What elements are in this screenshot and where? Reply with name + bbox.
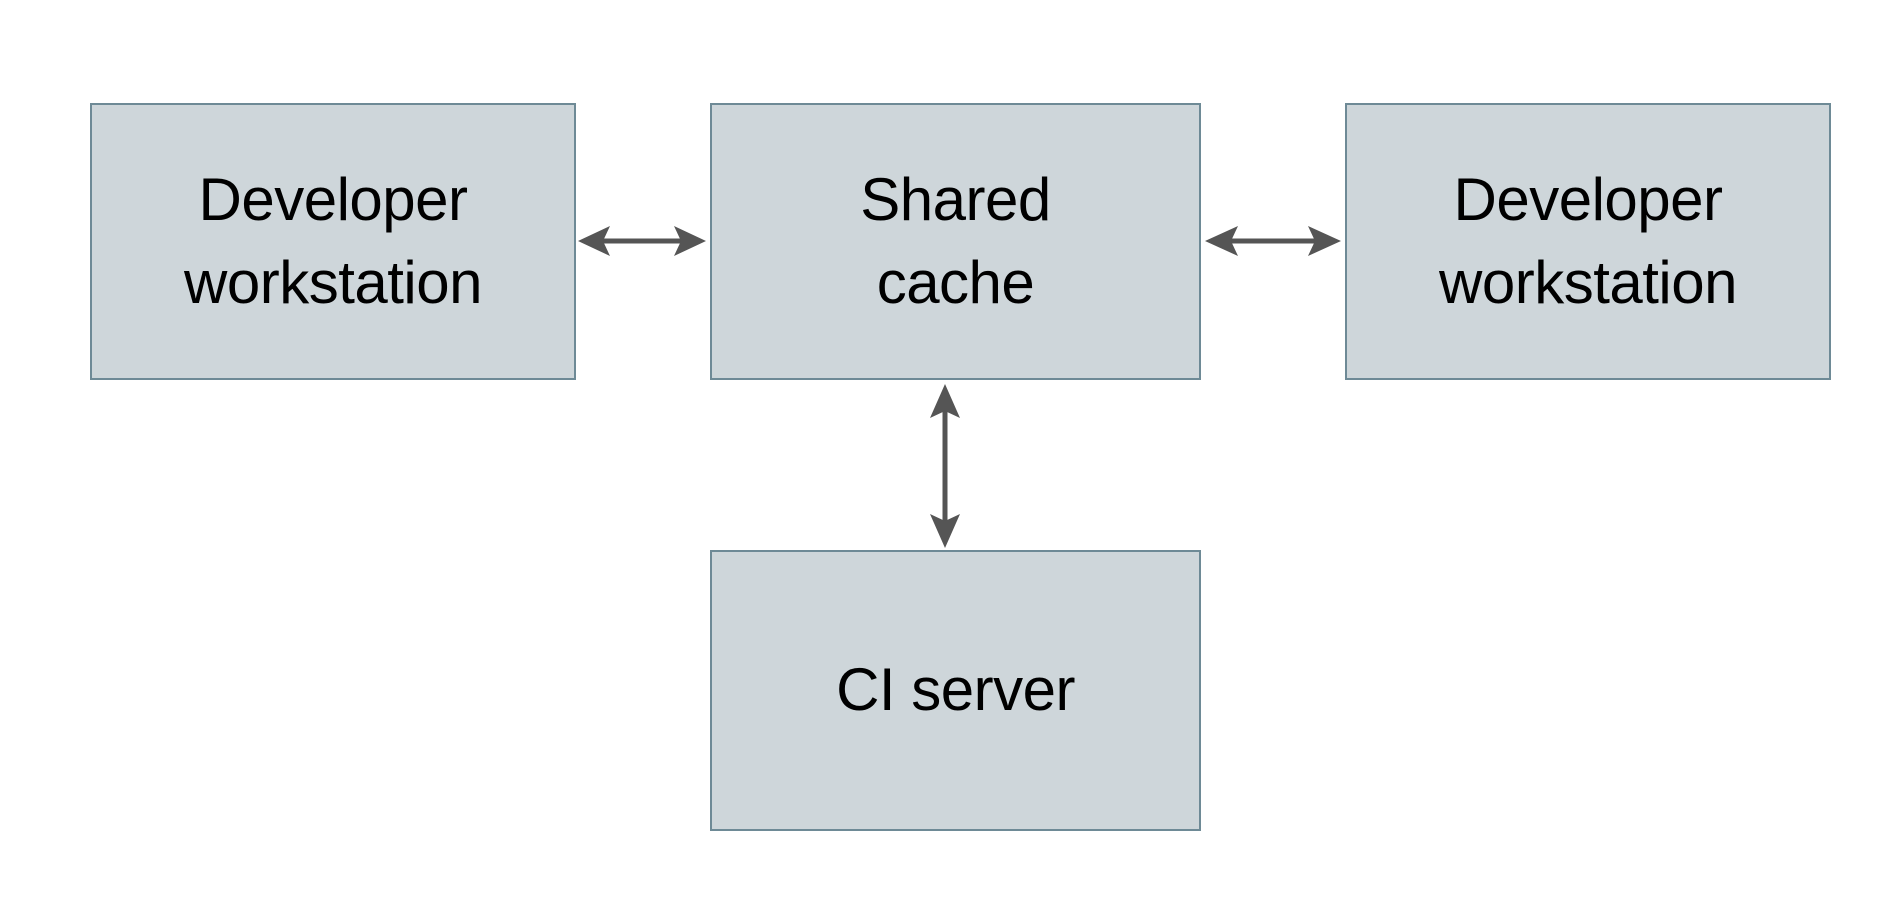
arrowhead-left-icon xyxy=(1205,226,1238,256)
arrowhead-down-icon xyxy=(930,514,960,548)
node-label: Developer workstation xyxy=(1439,165,1737,316)
edge-developer-workstation-left-to-shared-cache[interactable] xyxy=(566,205,718,277)
node-ci-server[interactable]: CI server xyxy=(710,550,1201,831)
node-developer-workstation-left[interactable]: Developer workstation xyxy=(90,103,576,380)
edge-shared-cache-to-ci-server[interactable] xyxy=(905,372,985,560)
node-label: Shared cache xyxy=(860,165,1051,316)
edge-shared-cache-to-developer-workstation-right[interactable] xyxy=(1192,205,1354,277)
node-shared-cache[interactable]: Shared cache xyxy=(710,103,1201,380)
arrowhead-left-icon xyxy=(578,226,610,256)
arrowhead-right-icon xyxy=(1308,226,1341,256)
node-label: Developer workstation xyxy=(184,165,482,316)
node-developer-workstation-right[interactable]: Developer workstation xyxy=(1345,103,1831,380)
arrowhead-up-icon xyxy=(930,384,960,418)
arrowhead-right-icon xyxy=(674,226,706,256)
node-label: CI server xyxy=(836,656,1075,724)
